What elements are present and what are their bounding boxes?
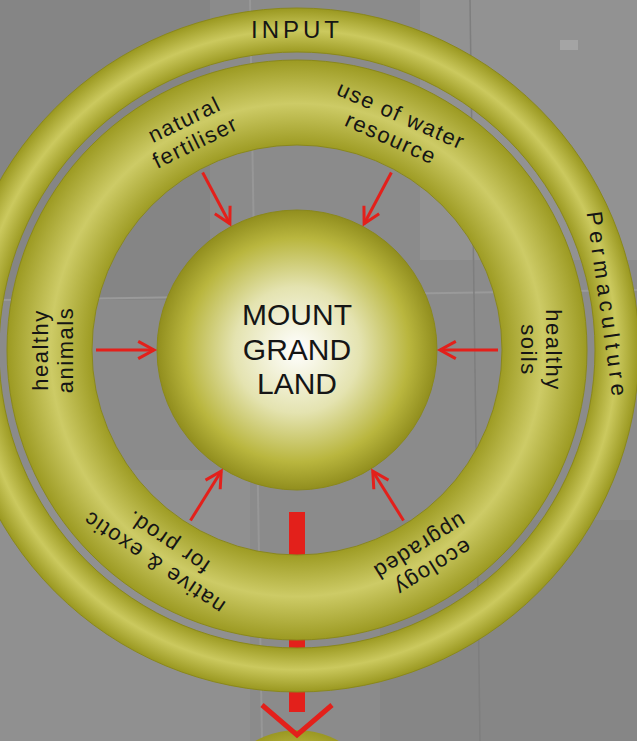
input-arrow — [190, 471, 221, 520]
inner-ring: natural fertiliseruse of water resourceh… — [7, 60, 587, 640]
center-circle: MOUNT GRAND LAND — [157, 210, 437, 490]
input-arrow — [96, 341, 154, 358]
output-arrow-head — [262, 705, 332, 735]
input-arrow — [203, 173, 230, 224]
input-label: healthy soils — [516, 295, 567, 405]
input-label: healthy animals — [28, 295, 79, 405]
input-arrow — [364, 173, 391, 224]
center-label: MOUNT GRAND LAND — [217, 298, 377, 402]
outer-ring: INPUTPermaculturenatural fertiliseruse o… — [0, 8, 637, 692]
input-arrow — [373, 471, 404, 520]
input-arrow — [440, 341, 498, 358]
ring-title: INPUT — [237, 16, 357, 44]
